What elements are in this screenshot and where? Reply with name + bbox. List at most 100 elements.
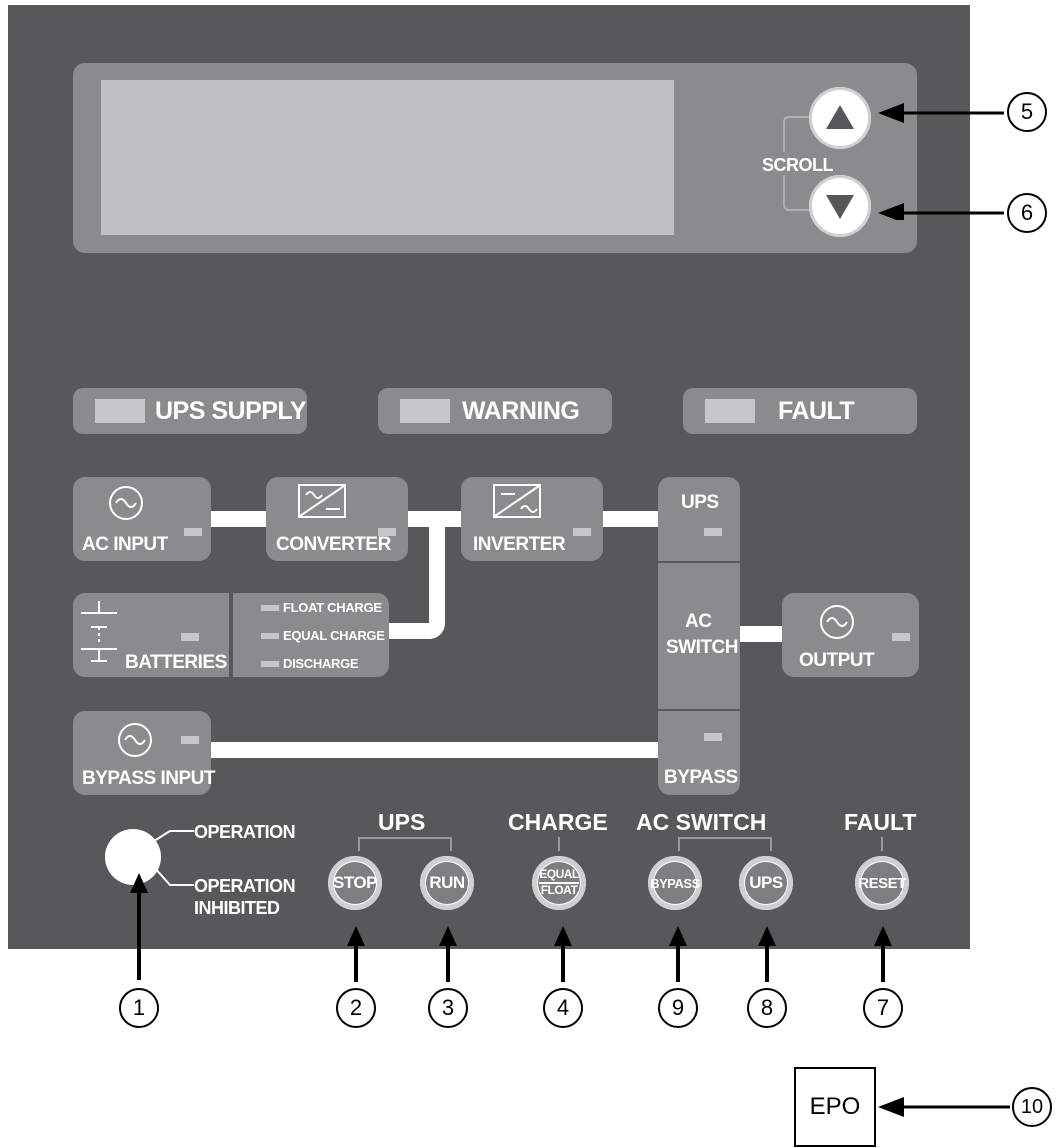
callout-4: 4 — [543, 988, 583, 1028]
arrow-line-7 — [881, 944, 885, 982]
fault-label: FAULT — [778, 397, 855, 425]
ups-block-label: UPS — [681, 492, 719, 513]
float-charge-led — [261, 605, 279, 611]
ups-button[interactable]: UPS — [739, 856, 793, 910]
triangle-up-icon — [826, 105, 854, 129]
discharge-label: DISCHARGE — [283, 656, 359, 671]
callout-1: 1 — [119, 988, 159, 1028]
ups-group-title: UPS — [378, 809, 426, 835]
operation-leader-lines — [153, 830, 194, 886]
ac-switch-label-line1: AC — [685, 611, 712, 632]
arrow-line-9 — [676, 944, 680, 982]
scroll-bracket-top — [783, 116, 815, 152]
line-inverter-ups — [599, 511, 660, 527]
callout-9: 9 — [658, 988, 698, 1028]
ac-switch-group-title: AC SWITCH — [636, 809, 767, 835]
battery-icon — [79, 599, 119, 669]
fault-indicator: FAULT — [683, 388, 917, 434]
bypass-input-label: BYPASS INPUT — [82, 768, 216, 789]
warning-indicator: WARNING — [378, 388, 612, 434]
converter-label: CONVERTER — [276, 534, 391, 555]
ups-led — [704, 528, 722, 536]
ups-button-label: UPS — [749, 873, 783, 892]
batteries-led — [181, 633, 199, 641]
equal-float-button-face: EQUAL FLOAT — [538, 862, 580, 904]
callout-arrows-scroll — [878, 103, 1004, 220]
bypass-button-face: BYPASS — [650, 862, 700, 904]
output-label: OUTPUT — [799, 650, 875, 671]
converter-led — [378, 528, 396, 536]
bypass-button-label: BYPASS — [650, 875, 700, 891]
callout-10: 10 — [1012, 1087, 1052, 1127]
ac-input-label: AC INPUT — [82, 534, 168, 555]
run-button-label: RUN — [429, 873, 465, 892]
operation-inhibited-label-line2: INHIBITED — [194, 898, 280, 918]
float-charge-label: FLOAT CHARGE — [283, 600, 382, 615]
output-block: OUTPUT — [782, 593, 919, 677]
operation-label: OPERATION — [194, 822, 296, 842]
reset-button-label: RESET — [858, 874, 906, 892]
stop-button[interactable]: STOP — [328, 856, 382, 910]
triangle-down-icon — [826, 195, 854, 219]
bypass-sine-icon — [118, 723, 152, 757]
lcd-display — [101, 80, 674, 235]
fault-group-tick — [881, 837, 883, 851]
ups-supply-label: UPS SUPPLY — [155, 397, 307, 425]
converter-icon — [298, 484, 346, 518]
scroll-down-button[interactable] — [809, 175, 871, 237]
operation-inhibited-label-line1: OPERATION — [194, 876, 296, 896]
ups-output-block: UPS — [658, 477, 740, 561]
inverter-block: INVERTER — [461, 477, 603, 561]
epo-label: EPO — [809, 1093, 861, 1120]
charge-status-block: FLOAT CHARGE EQUAL CHARGE DISCHARGE — [233, 593, 389, 677]
charge-group-tick — [558, 837, 560, 851]
line-bypass — [208, 742, 660, 758]
equal-charge-label: EQUAL CHARGE — [283, 628, 385, 643]
arrow-3 — [439, 926, 457, 946]
scroll-bracket-bottom — [783, 175, 815, 211]
arrow-4 — [554, 926, 572, 946]
bypass-input-led — [181, 736, 199, 744]
discharge-led — [261, 661, 279, 667]
bypass-button[interactable]: BYPASS — [648, 856, 702, 910]
scroll-up-button[interactable] — [809, 87, 871, 149]
inverter-led — [573, 528, 591, 536]
arrow-1 — [130, 873, 148, 893]
bypass-block-label: BYPASS — [664, 767, 738, 788]
converter-block: CONVERTER — [266, 477, 408, 561]
fault-group-title: FAULT — [844, 809, 917, 835]
inverter-label: INVERTER — [473, 534, 566, 555]
line-acswitch-output — [740, 626, 784, 642]
stop-button-label: STOP — [333, 873, 377, 892]
charge-group-title: CHARGE — [508, 809, 608, 835]
callout-3: 3 — [428, 988, 468, 1028]
arrow-line-2 — [354, 944, 358, 982]
ups-supply-indicator: UPS SUPPLY — [73, 388, 307, 434]
warning-label: WARNING — [462, 397, 580, 425]
control-panel: SCROLL UPS SUPPLY WARNING FAULT AC INPUT — [8, 5, 970, 949]
callout-2: 2 — [336, 988, 376, 1028]
ac-switch-block: AC SWITCH — [658, 563, 740, 709]
arrow-line-3 — [446, 944, 450, 982]
run-button-face: RUN — [426, 862, 468, 904]
run-button[interactable]: RUN — [420, 856, 474, 910]
scroll-label: SCROLL — [760, 155, 835, 175]
bypass-led — [704, 733, 722, 741]
epo-switch[interactable]: EPO — [794, 1067, 876, 1147]
arrow-7 — [874, 926, 892, 946]
arrow-line-1 — [137, 890, 141, 980]
ac-input-block: AC INPUT — [73, 477, 211, 561]
callout-8: 8 — [747, 988, 787, 1028]
callout-6: 6 — [1007, 193, 1047, 233]
arrow-9 — [669, 926, 687, 946]
fault-lamp — [705, 399, 755, 423]
arrow-8 — [758, 926, 776, 946]
callout-arrow-10 — [878, 1097, 1010, 1117]
reset-button[interactable]: RESET — [855, 856, 909, 910]
equal-float-button[interactable]: EQUAL FLOAT — [532, 856, 586, 910]
bypass-input-block: BYPASS INPUT — [73, 711, 216, 795]
inverter-icon — [493, 484, 541, 518]
equal-button-label: EQUAL — [539, 867, 579, 884]
arrow-line-8 — [765, 944, 769, 982]
ups-group-bracket — [358, 837, 452, 851]
